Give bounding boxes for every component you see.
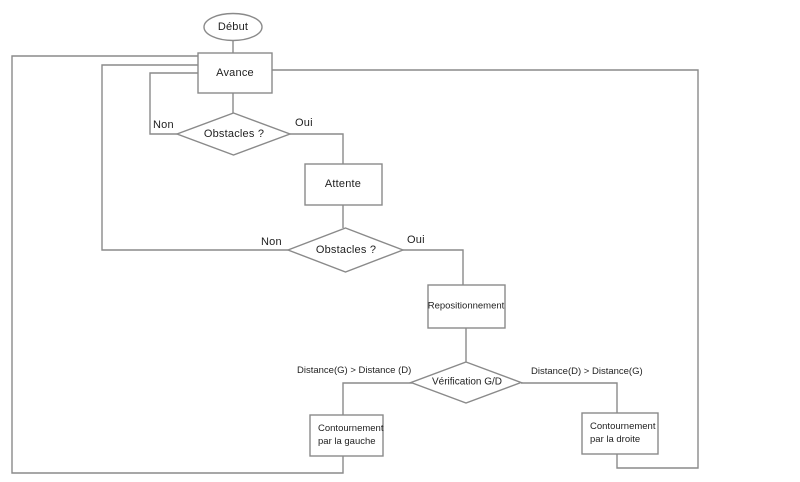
edge-label-left-condition: Distance(G) > Distance (D) — [297, 365, 412, 376]
edge-obstacles2-oui — [403, 249, 464, 285]
droite-node-label: Contournement par la droite — [590, 420, 655, 446]
avance-process-shape — [197, 52, 273, 94]
edge-label-oui1: Oui — [295, 117, 313, 129]
edge-label-oui2: Oui — [407, 234, 425, 246]
droite-process-shape — [581, 412, 659, 455]
obstacles1-node-label: Obstacles ? — [203, 128, 265, 140]
gauche-node-label-line1: Contournement — [318, 423, 384, 434]
gauche-node-label: Contournement par la gauche — [318, 422, 383, 448]
edge-label-right-condition: Distance(D) > Distance(G) — [531, 366, 643, 377]
repositionnement-node-label: Repositionnement — [427, 300, 505, 312]
gauche-node-label-line2: par la gauche — [318, 436, 376, 447]
start-node-label: Début — [217, 21, 249, 33]
edge-verification-right — [521, 382, 618, 413]
edge-label-non1: Non — [153, 119, 174, 131]
repositionnement-process-shape — [427, 284, 506, 329]
droite-node-label-line2: par la droite — [590, 434, 641, 445]
edges-layer — [11, 41, 699, 474]
edge-gauche-feedback-loop — [11, 55, 344, 474]
obstacles2-decision-shape — [286, 227, 405, 273]
nodes-layer — [174, 12, 659, 457]
start-terminator-shape — [203, 12, 263, 42]
edge-obstacles2-non-loop — [101, 64, 288, 251]
droite-node-label-line1: Contournement — [590, 421, 656, 432]
edge-verification-left — [342, 382, 412, 415]
avance-node-label: Avance — [216, 67, 254, 79]
gauche-process-shape — [309, 414, 384, 457]
edge-droite-feedback-loop — [272, 69, 699, 469]
obstacles1-decision-shape — [174, 112, 293, 156]
attente-node-label: Attente — [324, 178, 362, 190]
verification-node-label: Vérification G/D — [431, 376, 503, 388]
edge-obstacles1-non-loop — [149, 72, 198, 135]
edge-label-non2: Non — [261, 236, 282, 248]
verification-decision-shape — [408, 361, 524, 404]
obstacles2-node-label: Obstacles ? — [315, 244, 377, 256]
attente-process-shape — [304, 163, 383, 206]
edge-obstacles1-oui — [290, 133, 344, 164]
